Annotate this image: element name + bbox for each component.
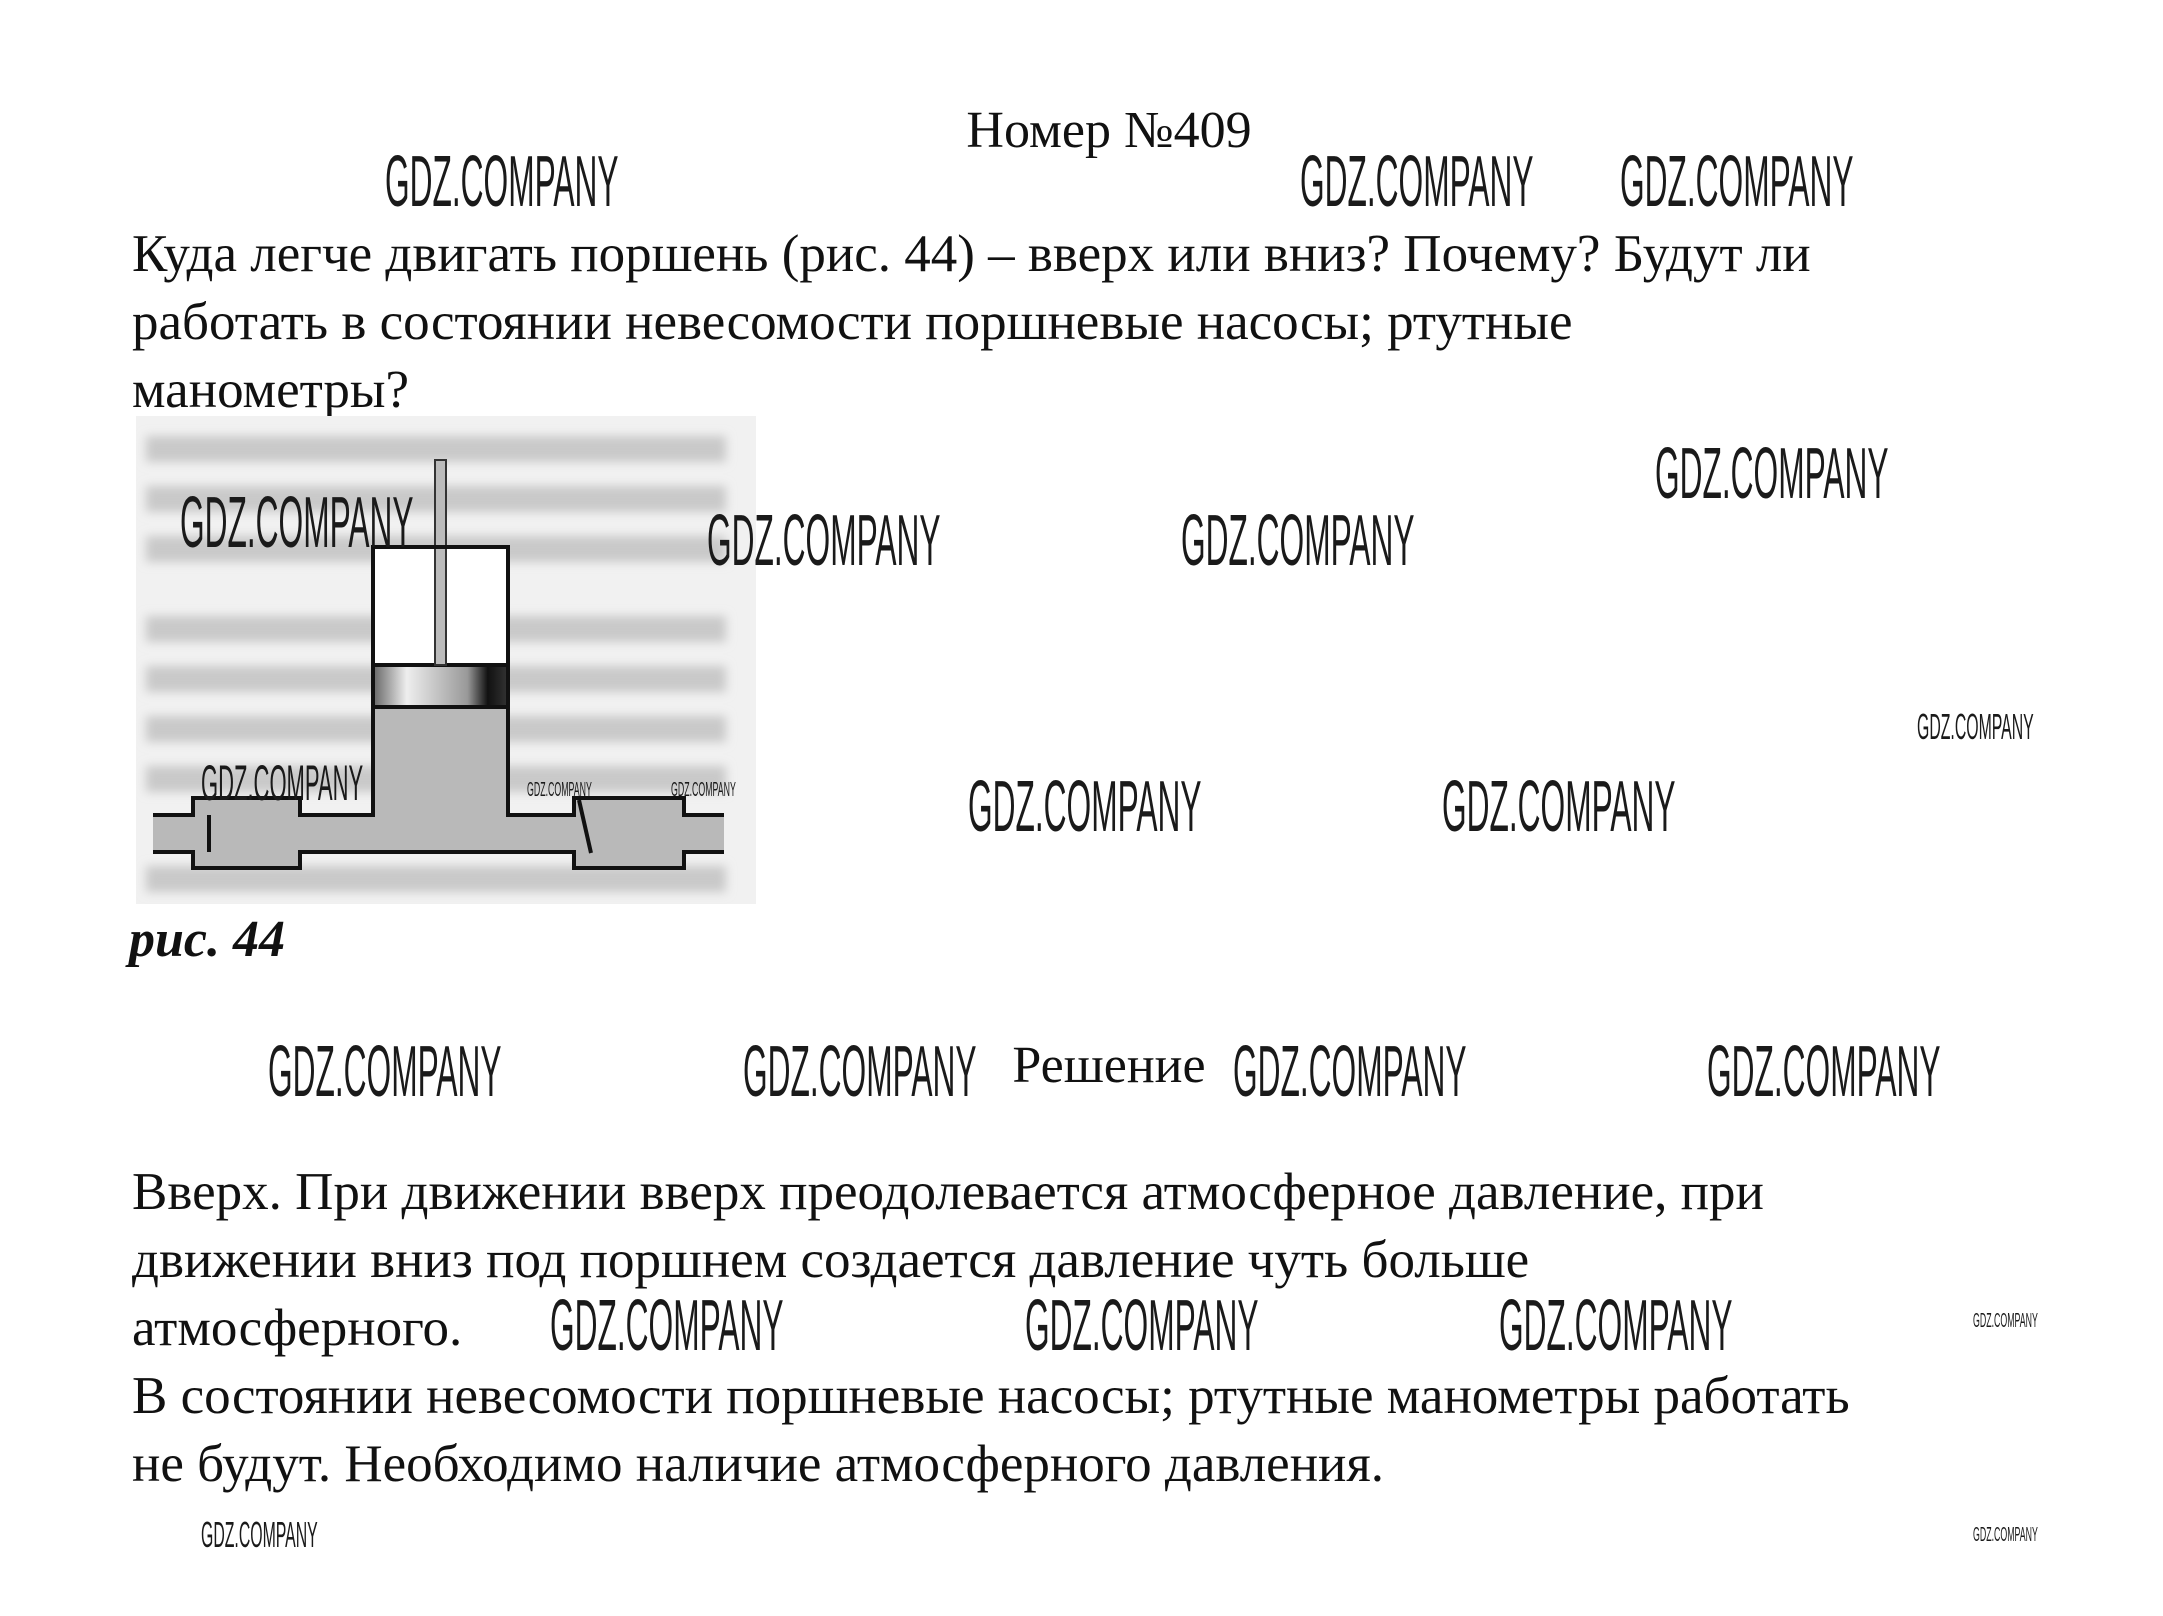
watermark: GDZ.COMPANY [1300, 142, 1534, 222]
pump-outline [153, 545, 724, 870]
watermark: GDZ.COMPANY [968, 767, 1202, 847]
watermark: GDZ.COMPANY [1620, 142, 1854, 222]
watermark: GDZ.COMPANY [550, 1286, 784, 1366]
page-title: Номер №409 [966, 102, 1252, 159]
watermark: GDZ.COMPANY [1655, 434, 1889, 514]
piston-rod [434, 459, 447, 666]
right-valve [577, 799, 593, 854]
watermark: GDZ.COMPANY [1973, 1524, 2038, 1546]
watermark: GDZ.COMPANY [1917, 706, 2034, 747]
watermark: GDZ.COMPANY [201, 755, 364, 811]
fluid [153, 707, 724, 868]
watermark: GDZ.COMPANY [1233, 1032, 1467, 1112]
watermark: GDZ.COMPANY [1181, 501, 1415, 581]
watermark: GDZ.COMPANY [1442, 767, 1676, 847]
solution-heading: Решение [1012, 1037, 1206, 1094]
watermark: GDZ.COMPANY [1025, 1286, 1259, 1366]
piston [371, 663, 510, 709]
question-line: работать в состоянии невесомости поршнев… [132, 293, 1573, 351]
figure-piston-pump [136, 416, 756, 904]
watermark: GDZ.COMPANY [527, 779, 592, 801]
watermark: GDZ.COMPANY [385, 142, 619, 222]
answer-text: Вверх. При движении вверх преодолевается… [132, 1158, 1850, 1498]
answer-line: В состоянии невесомости поршневые насосы… [132, 1367, 1850, 1425]
figure-caption: рис. 44 [129, 911, 285, 968]
watermark: GDZ.COMPANY [1973, 1310, 2038, 1332]
answer-line: не будут. Необходимо наличие атмосферног… [132, 1435, 1385, 1493]
watermark: GDZ.COMPANY [1707, 1032, 1941, 1112]
watermark: GDZ.COMPANY [1499, 1286, 1733, 1366]
answer-line: атмосферного. [132, 1299, 463, 1357]
answer-line: Вверх. При движении вверх преодолевается… [132, 1163, 1764, 1221]
piston-pump-diagram [146, 436, 726, 892]
answer-line: движении вниз под поршнем создается давл… [132, 1231, 1530, 1289]
question-line: манометры? [132, 361, 410, 419]
watermark: GDZ.COMPANY [268, 1032, 502, 1112]
watermark: GDZ.COMPANY [671, 779, 736, 801]
question-line: Куда легче двигать поршень (рис. 44) – в… [132, 225, 1811, 283]
watermark: GDZ.COMPANY [707, 501, 941, 581]
watermark: GDZ.COMPANY [743, 1032, 977, 1112]
watermark: GDZ.COMPANY [180, 483, 414, 563]
watermark: GDZ.COMPANY [201, 1514, 318, 1555]
question-text: Куда легче двигать поршень (рис. 44) – в… [132, 220, 1811, 424]
